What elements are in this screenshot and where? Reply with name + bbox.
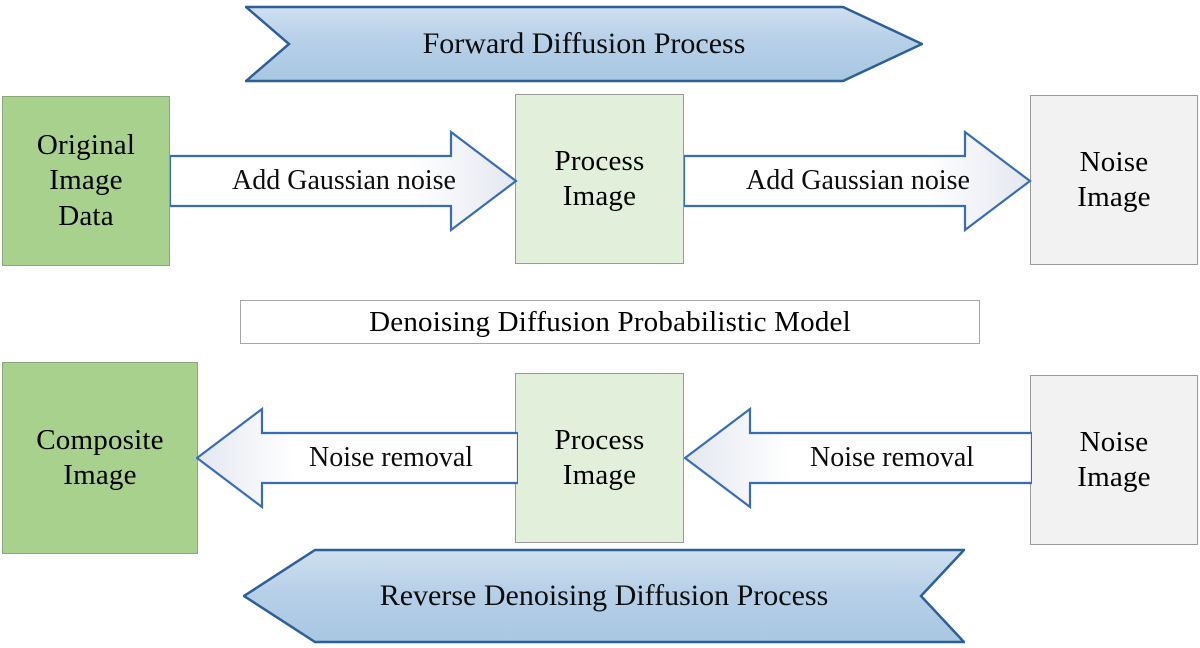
noise-removal-arrow-shape-2 — [684, 407, 1032, 509]
node-composite-image: Composite Image — [2, 362, 198, 554]
arrow-noise-removal-2: Noise removal — [684, 407, 1032, 509]
arrow-add-gaussian-noise-2: Add Gaussian noise — [684, 130, 1032, 232]
model-title-label: Denoising Diffusion Probabilistic Model — [369, 305, 851, 338]
forward-diffusion-arrow-shape — [245, 5, 923, 83]
arrow-noise-removal-1: Noise removal — [196, 407, 518, 509]
node-noise-image-bottom-label: Noise Image — [1077, 425, 1151, 493]
add-gaussian-noise-arrow-shape-2 — [684, 130, 1032, 232]
arrow-add-gaussian-noise-1: Add Gaussian noise — [170, 130, 518, 232]
node-original-image-data: Original Image Data — [2, 96, 170, 266]
node-process-image-top: Process Image — [515, 94, 684, 264]
add-gaussian-noise-arrow-shape-1 — [170, 130, 518, 232]
noise-removal-arrow-shape-1 — [196, 407, 518, 509]
forward-diffusion-banner: Forward Diffusion Process — [245, 4, 923, 84]
node-noise-image-bottom: Noise Image — [1030, 375, 1198, 545]
node-noise-image-top: Noise Image — [1030, 95, 1198, 265]
model-title-box: Denoising Diffusion Probabilistic Model — [240, 300, 980, 344]
node-process-image-bottom-label: Process Image — [554, 423, 645, 491]
reverse-diffusion-banner: Reverse Denoising Diffusion Process — [243, 547, 965, 645]
node-process-image-bottom: Process Image — [515, 373, 684, 543]
reverse-diffusion-arrow-shape — [243, 548, 965, 644]
node-original-image-data-label: Original Image Data — [36, 128, 136, 232]
node-noise-image-top-label: Noise Image — [1077, 145, 1151, 213]
node-composite-image-label: Composite Image — [36, 423, 164, 491]
node-process-image-top-label: Process Image — [554, 144, 645, 212]
